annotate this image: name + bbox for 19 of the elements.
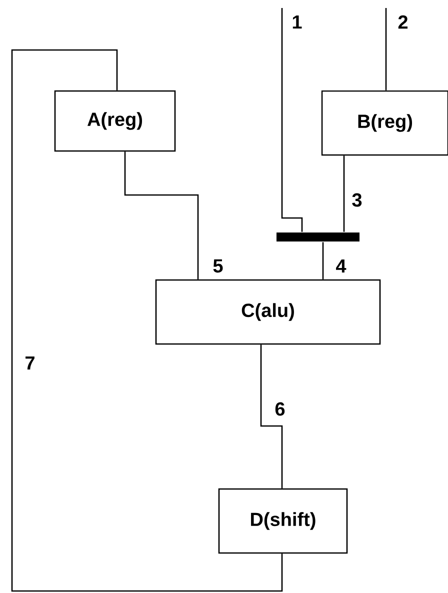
box: A(reg)	[54, 90, 176, 152]
connector-line	[343, 156, 345, 232]
box: B(reg)	[321, 90, 448, 156]
edge-label: 3	[350, 192, 364, 208]
bus-bar	[276, 232, 360, 242]
edge-label: 5	[212, 258, 224, 274]
edge-label: 1	[290, 14, 304, 30]
edge-label: 6	[274, 401, 286, 417]
connector-line	[385, 8, 387, 90]
connector-line	[124, 152, 199, 280]
connector-line	[281, 8, 303, 232]
box: C(alu)	[155, 279, 381, 345]
box: D(shift)	[218, 488, 348, 554]
connector-line	[322, 242, 324, 280]
edge-label: 2	[396, 14, 410, 30]
edge-label: 4	[334, 258, 348, 274]
connector-line	[11, 49, 283, 592]
edge-label: 7	[24, 355, 36, 371]
connector-line	[260, 344, 283, 488]
